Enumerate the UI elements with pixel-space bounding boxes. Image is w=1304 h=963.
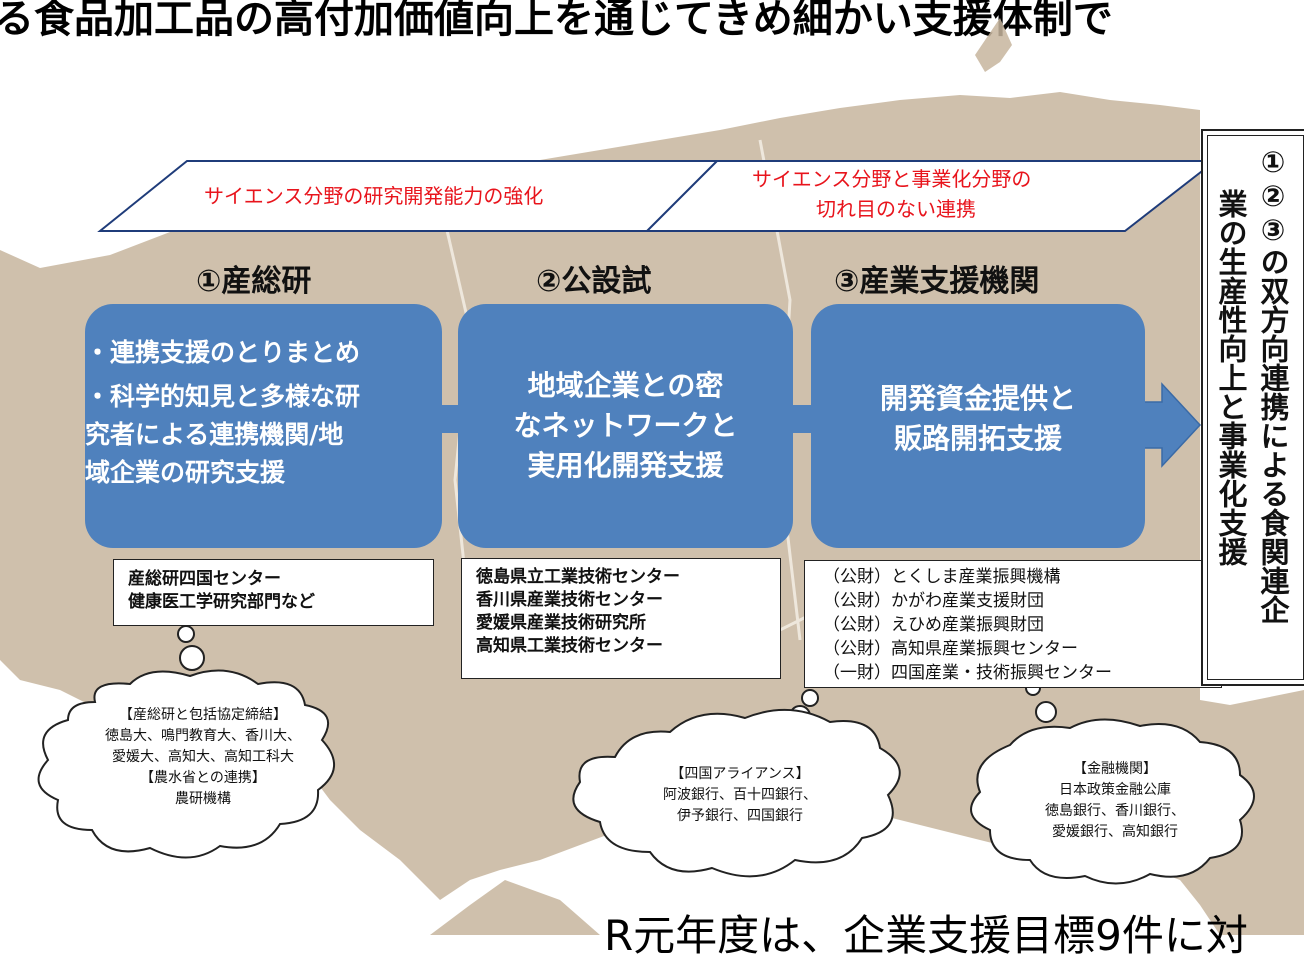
industry-support-members-box: （公財）とくしま産業振興機構 （公財）かがわ産業支援財団 （公財）えひめ産業振興… <box>804 560 1222 688</box>
cloud-line: 農研機構 <box>175 791 231 807</box>
public-labs-role-line: 地域企業との密 <box>527 369 724 402</box>
cloud-line: 伊予銀行、四国銀行 <box>677 808 803 824</box>
footer-text: R元年度は、企業支援目標9件に対 <box>604 911 1248 960</box>
member-line: （一財）四国産業・技術振興センター <box>823 663 1112 683</box>
industry-support-role-line: 販路開拓支援 <box>893 422 1062 455</box>
cloud-line: 日本政策金融公庫 <box>1059 782 1171 798</box>
thought-cloud-2 <box>572 689 901 878</box>
member-line: （公財）高知県産業振興センター <box>823 639 1078 659</box>
cloud-2-text: 【四国アライアンス】 阿波銀行、百十四銀行、 伊予銀行、四国銀行 <box>620 764 860 827</box>
banner-right-text-line2: 切れ目のない連携 <box>816 197 976 221</box>
member-line: 香川県産業技術センター <box>476 590 663 610</box>
member-line: 高知県工業技術センター <box>476 636 663 656</box>
outcome-box: ①②③の双方向連携による食関連企 業の生産性向上と事業化支援 <box>1201 129 1304 686</box>
public-labs-role-line: なネットワークと <box>513 409 738 442</box>
thought-cloud-1 <box>37 625 336 859</box>
industry-support-role-line: 開発資金提供と <box>879 382 1076 415</box>
banner-right-text-line1: サイエンス分野と事業化分野の <box>752 167 1032 191</box>
connector-arrow-2 <box>790 405 814 433</box>
aist-members-box: 産総研四国センター 健康医工学研究部門など <box>113 559 434 626</box>
header-text: る食品加工品の高付加価値向上を通じてきめ細かい支援体制で <box>0 0 1113 38</box>
member-line: （公財）とくしま産業振興機構 <box>823 567 1061 587</box>
member-line: （公財）えひめ産業振興財団 <box>823 615 1044 635</box>
public-labs-role-line: 実用化開発支援 <box>527 449 724 482</box>
heading-public-labs: ②公設試 <box>536 264 652 299</box>
aist-role-line: 域企業の研究支援 <box>85 458 286 487</box>
aist-role-line: ・科学的知見と多様な研 <box>85 382 361 411</box>
cloud-3-text: 【金融機関】 日本政策金融公庫 徳島銀行、香川銀行、 愛媛銀行、高知銀行 <box>1000 759 1230 843</box>
cloud-line: 愛媛大、高知大、高知工科大 <box>112 749 294 765</box>
outcome-text-left: 業の生産性向上と事業化支援 <box>1214 189 1248 566</box>
header-text-strip: る食品加工品の高付加価値向上を通じてきめ細かい支援体制で <box>0 0 1304 38</box>
thought-cloud-3 <box>970 680 1255 885</box>
cloud-line: 【金融機関】 <box>1073 761 1157 777</box>
outcome-text-right: ①②③の双方向連携による食関連企 <box>1256 145 1290 624</box>
banner-left-text: サイエンス分野の研究開発能力の強化 <box>204 184 544 208</box>
member-line: 健康医工学研究部門など <box>128 592 315 612</box>
member-line: 愛媛県産業技術研究所 <box>476 613 646 633</box>
cloud-line: 【産総研と包括協定締結】 <box>119 707 287 723</box>
heading-industry-support: ③産業支援機関 <box>834 264 1040 299</box>
aist-role-line: ・連携支援のとりまとめ <box>85 338 361 367</box>
cloud-line: 徳島大、鳴門教育大、香川大、 <box>105 728 301 744</box>
cloud-line: 【四国アライアンス】 <box>670 766 810 782</box>
cloud-1-text: 【産総研と包括協定締結】 徳島大、鳴門教育大、香川大、 愛媛大、高知大、高知工科… <box>83 705 323 810</box>
member-line: 徳島県立工業技術センター <box>476 567 680 587</box>
output-arrow-icon <box>1142 382 1202 468</box>
cloud-line: 徳島銀行、香川銀行、 <box>1045 803 1185 819</box>
heading-aist: ①産総研 <box>196 264 312 299</box>
public-labs-members-box: 徳島県立工業技術センター 香川県産業技術センター 愛媛県産業技術研究所 高知県工… <box>461 558 781 679</box>
aist-role-box: ・連携支援のとりまとめ ・科学的知見と多様な研 究者による連携機関/地 域企業の… <box>85 304 442 548</box>
banner-divider <box>646 160 718 232</box>
banner-outline <box>97 160 1218 232</box>
public-labs-role-box: 地域企業との密 なネットワークと 実用化開発支援 <box>458 304 793 548</box>
member-line: （公財）かがわ産業支援財団 <box>823 591 1044 611</box>
industry-support-role-box: 開発資金提供と 販路開拓支援 <box>811 304 1145 548</box>
cloud-line: 阿波銀行、百十四銀行、 <box>663 787 817 803</box>
cloud-line: 【農水省との連携】 <box>140 770 266 786</box>
member-line: 産総研四国センター <box>128 569 281 589</box>
cloud-line: 愛媛銀行、高知銀行 <box>1052 824 1178 840</box>
aist-role-line: 究者による連携機関/地 <box>85 420 344 449</box>
